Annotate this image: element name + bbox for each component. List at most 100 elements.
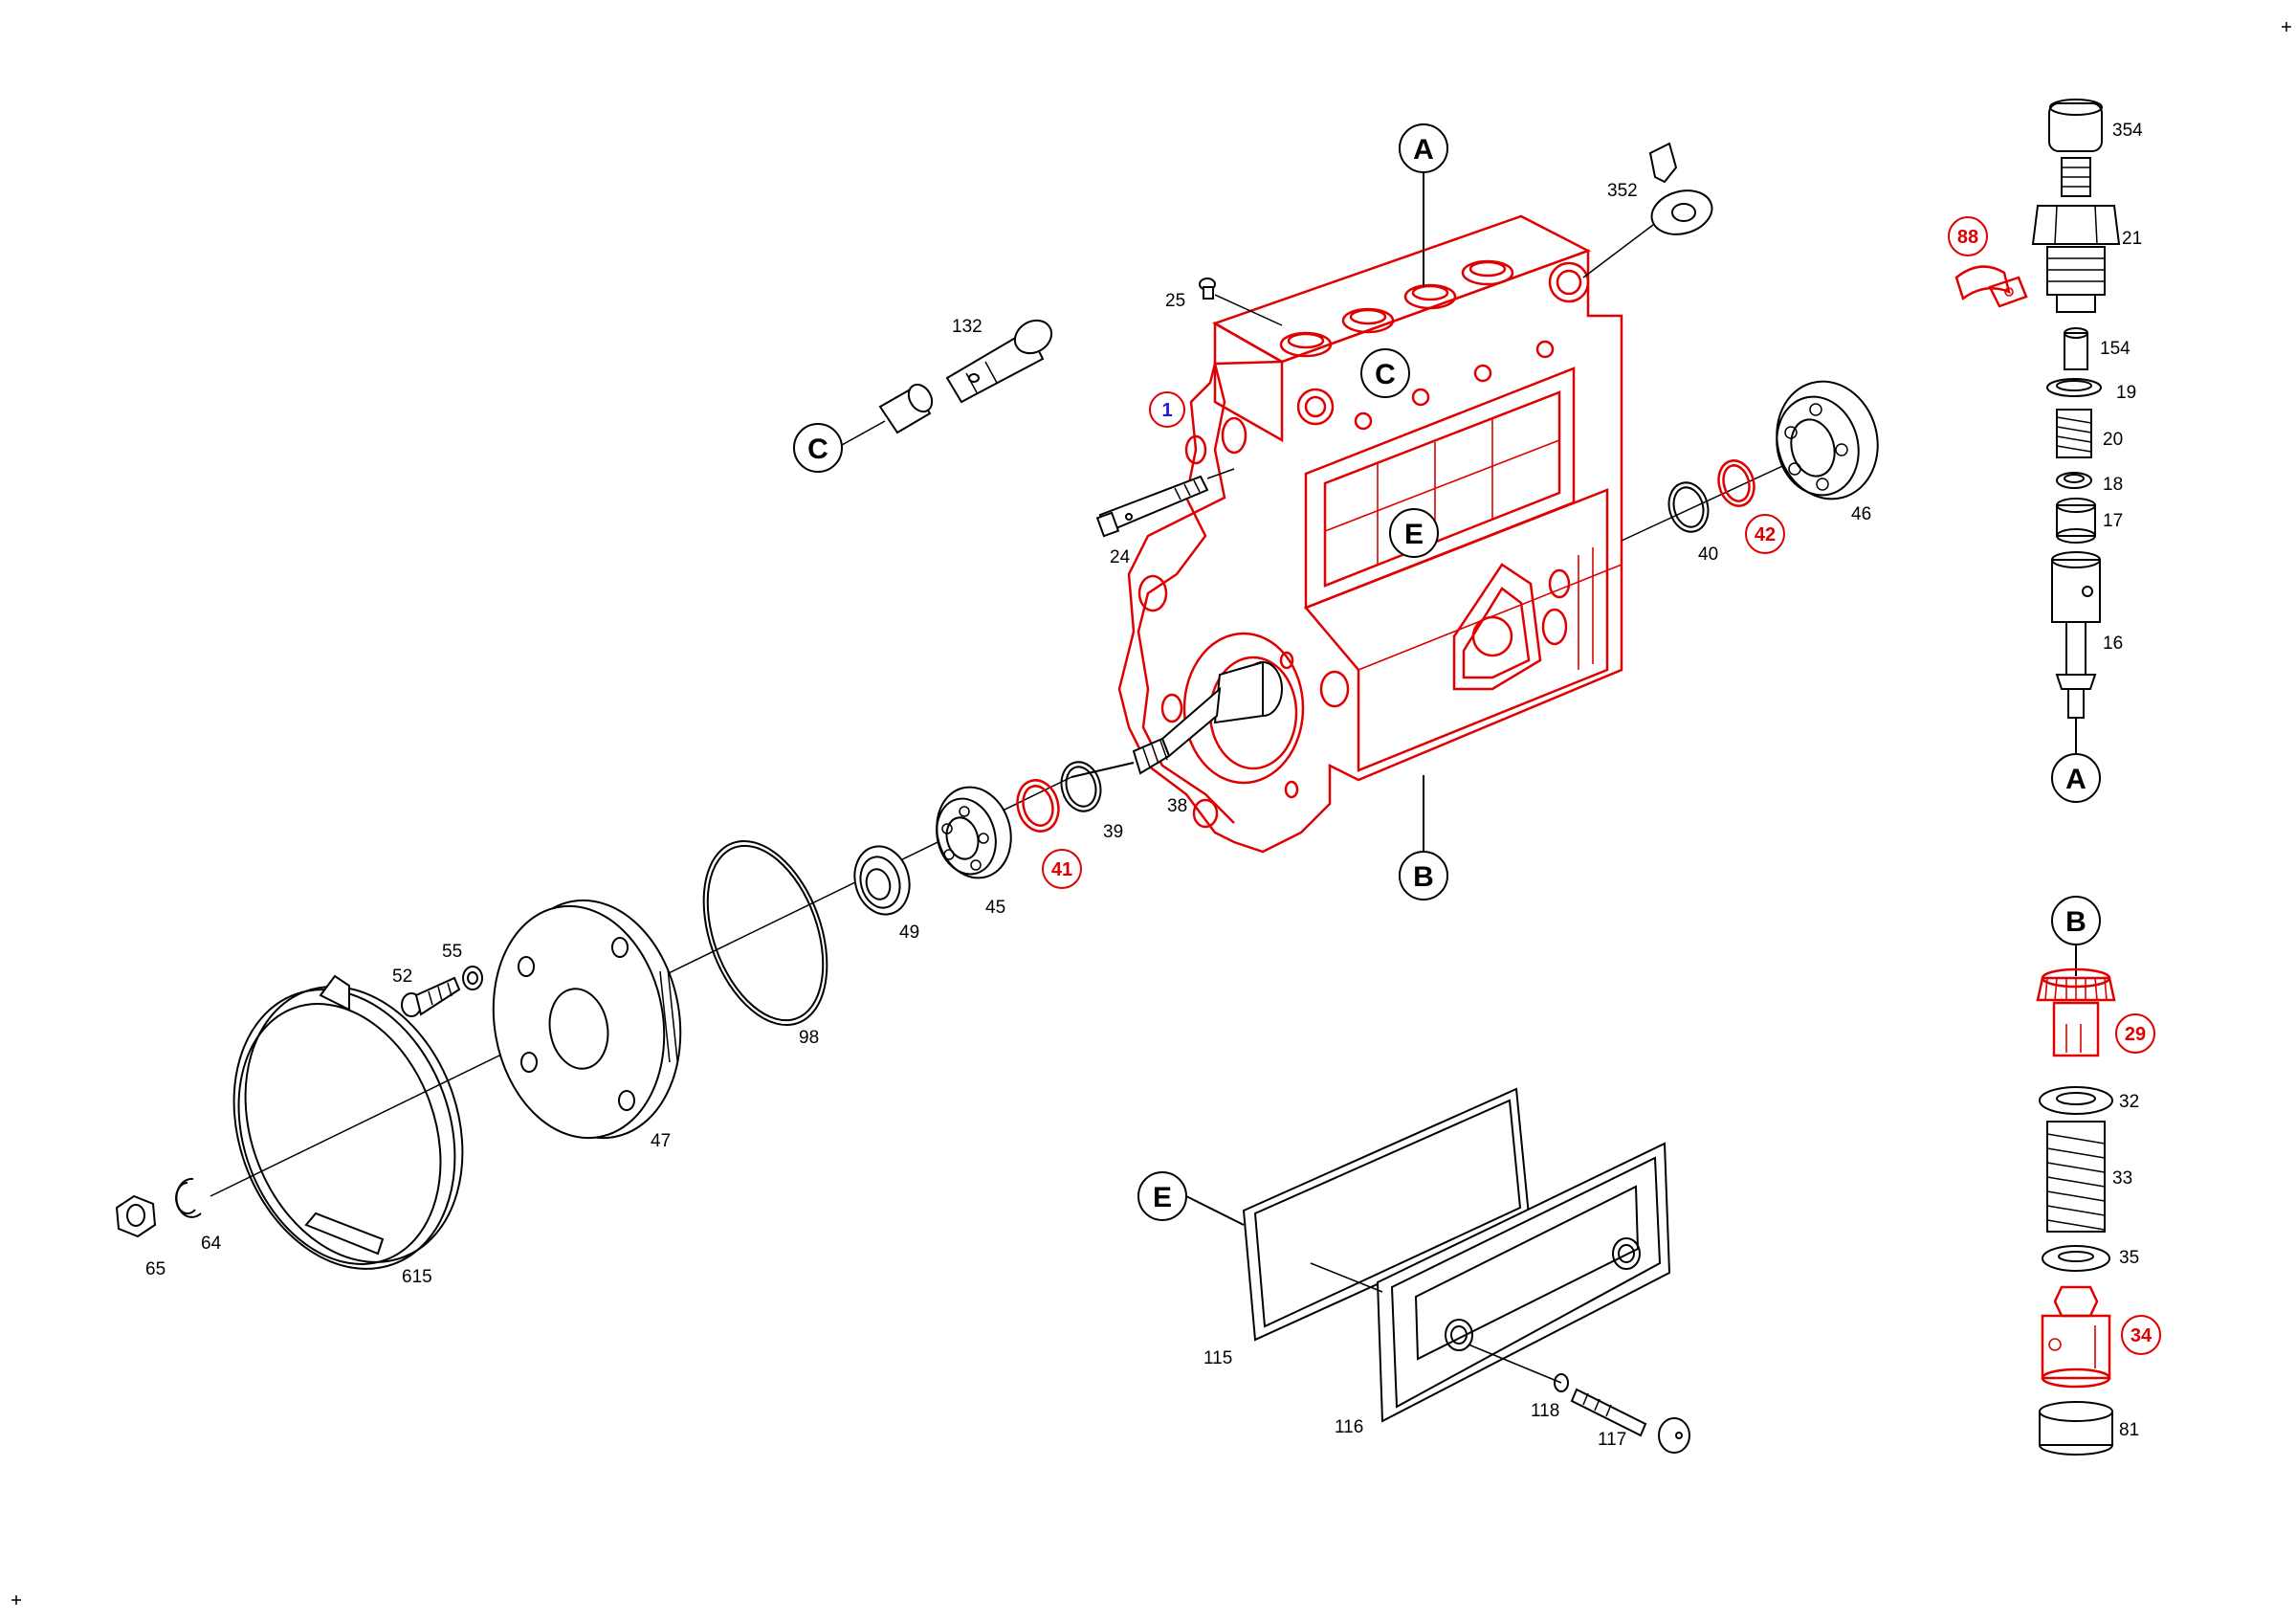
ring-18[interactable] xyxy=(2056,472,2092,489)
part-label-17[interactable]: 17 xyxy=(2103,511,2123,531)
part-label-25[interactable]: 25 xyxy=(1165,291,1185,311)
delivery-valve-holder-21[interactable] xyxy=(2031,157,2121,313)
clamp-88[interactable] xyxy=(1954,265,2028,308)
plunger-spring-33[interactable] xyxy=(2046,1121,2106,1233)
bearing-46[interactable] xyxy=(1764,370,1891,511)
part-label-117[interactable]: 117 xyxy=(1598,1430,1626,1450)
part-label-88[interactable]: 88 xyxy=(1948,216,1988,256)
cover-615[interactable] xyxy=(196,956,499,1301)
svg-text:34: 34 xyxy=(2130,1325,2152,1346)
part-label-352[interactable]: 352 xyxy=(1607,181,1638,201)
callout-b-column[interactable]: B xyxy=(2051,896,2101,945)
barrel-plunger-16[interactable] xyxy=(2051,551,2101,719)
fitting-352[interactable] xyxy=(1582,142,1717,278)
bearing-45[interactable] xyxy=(927,779,1021,886)
spring-20[interactable] xyxy=(2056,409,2092,458)
part-label-16[interactable]: 16 xyxy=(2103,634,2123,654)
part-label-1[interactable]: 1 xyxy=(1149,391,1185,428)
svg-text:42: 42 xyxy=(1755,524,1776,545)
spring-seat-32[interactable] xyxy=(2039,1086,2113,1115)
cap-354[interactable] xyxy=(2048,99,2103,152)
pump-housing[interactable] xyxy=(1117,214,1623,854)
svg-text:E: E xyxy=(1404,519,1424,550)
part-label-41[interactable]: 41 xyxy=(1042,849,1082,889)
svg-text:A: A xyxy=(1413,134,1434,166)
part-label-132[interactable]: 132 xyxy=(952,317,982,337)
o-ring-98[interactable] xyxy=(680,824,850,1042)
camshaft[interactable] xyxy=(1071,660,1283,778)
callout-e-gasket[interactable]: E xyxy=(1137,1171,1187,1221)
svg-text:29: 29 xyxy=(2125,1024,2146,1045)
part-label-81[interactable]: 81 xyxy=(2119,1420,2139,1440)
screw-25[interactable] xyxy=(1199,278,1283,326)
valve-154[interactable] xyxy=(2064,327,2088,370)
svg-text:41: 41 xyxy=(1051,859,1072,880)
part-label-49[interactable]: 49 xyxy=(899,923,919,943)
part-label-98[interactable]: 98 xyxy=(799,1028,819,1048)
part-label-118[interactable]: 118 xyxy=(1531,1401,1559,1421)
svg-text:C: C xyxy=(1375,359,1396,390)
part-label-115[interactable]: 115 xyxy=(1203,1348,1232,1368)
part-label-39[interactable]: 39 xyxy=(1103,822,1123,842)
adjuster-132[interactable] xyxy=(945,314,1057,404)
part-label-64[interactable]: 64 xyxy=(201,1234,222,1254)
seal-19[interactable] xyxy=(2046,378,2102,397)
part-label-354[interactable]: 354 xyxy=(2112,121,2143,141)
spring-seat-35[interactable] xyxy=(2042,1245,2110,1272)
callout-c-housing[interactable]: C xyxy=(1360,348,1410,398)
part-label-24[interactable]: 24 xyxy=(1110,547,1131,567)
shim-41[interactable] xyxy=(1012,775,1065,835)
part-label-65[interactable]: 65 xyxy=(145,1259,166,1279)
shim-42[interactable] xyxy=(1713,456,1758,510)
sleeve[interactable] xyxy=(878,381,937,434)
nut-65[interactable] xyxy=(115,1194,157,1238)
leader-line xyxy=(841,420,886,446)
callout-c-left[interactable]: C xyxy=(793,423,843,473)
part-label-154[interactable]: 154 xyxy=(2100,339,2130,359)
screw-52[interactable] xyxy=(401,976,461,1017)
svg-text:B: B xyxy=(2065,906,2086,938)
leader-line xyxy=(1310,1262,1383,1293)
part-label-615[interactable]: 615 xyxy=(402,1267,432,1287)
seal-49[interactable] xyxy=(848,840,917,921)
part-label-38[interactable]: 38 xyxy=(1167,796,1187,816)
part-label-46[interactable]: 46 xyxy=(1851,504,1871,524)
svg-text:A: A xyxy=(2065,764,2086,795)
svg-text:C: C xyxy=(807,434,828,465)
callout-b-housing[interactable]: B xyxy=(1399,851,1448,900)
roller-tappet-34[interactable] xyxy=(2041,1285,2111,1389)
washer-118[interactable] xyxy=(1554,1373,1569,1392)
o-ring-40[interactable] xyxy=(1664,478,1713,537)
screw-117[interactable] xyxy=(1570,1388,1690,1454)
callout-a-column[interactable]: A xyxy=(2051,753,2101,803)
part-label-18[interactable]: 18 xyxy=(2103,475,2123,495)
part-label-33[interactable]: 33 xyxy=(2112,1168,2132,1189)
control-rod[interactable] xyxy=(1095,468,1235,538)
control-sleeve-29[interactable] xyxy=(2036,967,2116,1057)
part-label-116[interactable]: 116 xyxy=(1335,1417,1363,1437)
part-label-32[interactable]: 32 xyxy=(2119,1092,2139,1112)
shim-81[interactable] xyxy=(2039,1401,2113,1456)
callout-a-top[interactable]: A xyxy=(1399,123,1448,173)
part-label-40[interactable]: 40 xyxy=(1698,545,1718,565)
part-label-29[interactable]: 29 xyxy=(2115,1013,2155,1054)
part-label-47[interactable]: 47 xyxy=(651,1131,671,1151)
part-label-19[interactable]: 19 xyxy=(2116,383,2136,403)
callout-e-housing[interactable]: E xyxy=(1389,508,1439,558)
part-label-35[interactable]: 35 xyxy=(2119,1248,2139,1268)
snap-ring-64[interactable] xyxy=(175,1177,202,1218)
part-label-42[interactable]: 42 xyxy=(1745,514,1785,554)
cover-plate-116[interactable] xyxy=(1376,1142,1671,1423)
part-label-55[interactable]: 55 xyxy=(442,942,462,962)
valve-17[interactable] xyxy=(2056,498,2096,544)
o-ring-39[interactable] xyxy=(1056,758,1106,816)
washer-55[interactable] xyxy=(462,966,483,990)
part-label-34[interactable]: 34 xyxy=(2121,1315,2161,1355)
flange-47[interactable] xyxy=(475,886,698,1151)
part-label-52[interactable]: 52 xyxy=(392,967,412,987)
svg-text:1: 1 xyxy=(1161,400,1172,421)
part-label-45[interactable]: 45 xyxy=(985,898,1005,918)
part-label-20[interactable]: 20 xyxy=(2103,430,2123,450)
part-label-21[interactable]: 21 xyxy=(2122,229,2142,249)
